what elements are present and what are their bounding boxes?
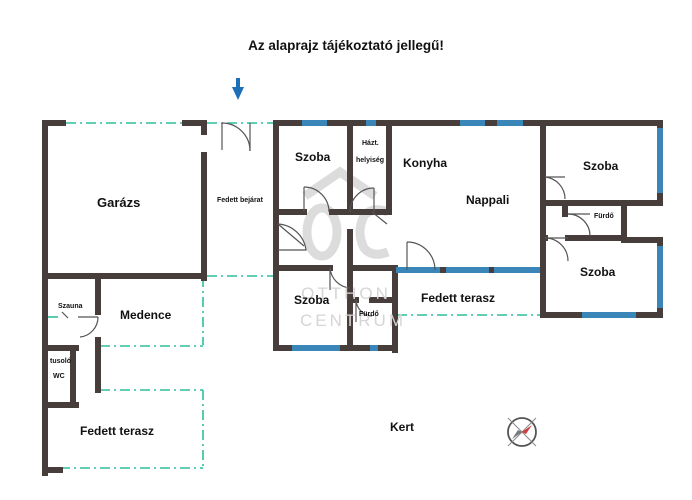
label-bathroom-right: Fürdő (594, 213, 614, 220)
label-covered-entrance: Fedett bejárat (217, 197, 263, 204)
disclaimer-note: Az alaprajz tájékoztató jellegű! (248, 38, 444, 53)
label-room-top-left: Szoba (295, 150, 331, 164)
label-shower-line1: tusoló (50, 358, 71, 365)
arrow-down-icon (232, 78, 244, 100)
label-bathroom-small: Fürdő (359, 311, 379, 318)
watermark-text-line2: CENTRUM (300, 311, 406, 330)
doors (61, 122, 591, 338)
windows (292, 120, 663, 351)
label-garden: Kert (390, 420, 415, 434)
label-room-top-right: Szoba (583, 159, 619, 173)
label-kitchen: Konyha (403, 156, 448, 170)
label-sauna: Szauna (58, 303, 83, 310)
label-room-bottom-left: Szoba (294, 293, 330, 307)
label-household-room-line2: helyiség (356, 157, 385, 164)
label-household-room-line1: Házt. (362, 140, 379, 147)
label-garage: Garázs (97, 195, 141, 210)
label-pool: Medence (120, 308, 172, 322)
label-covered-terrace-middle: Fedett terasz (421, 291, 496, 305)
label-covered-terrace-left: Fedett terasz (80, 424, 155, 438)
watermark-text-line1: OTTHON (301, 284, 391, 303)
label-room-bottom-right: Szoba (580, 265, 616, 279)
label-living-room: Nappali (466, 193, 510, 207)
label-shower-line2: WC (53, 373, 65, 380)
compass-icon (507, 417, 537, 447)
